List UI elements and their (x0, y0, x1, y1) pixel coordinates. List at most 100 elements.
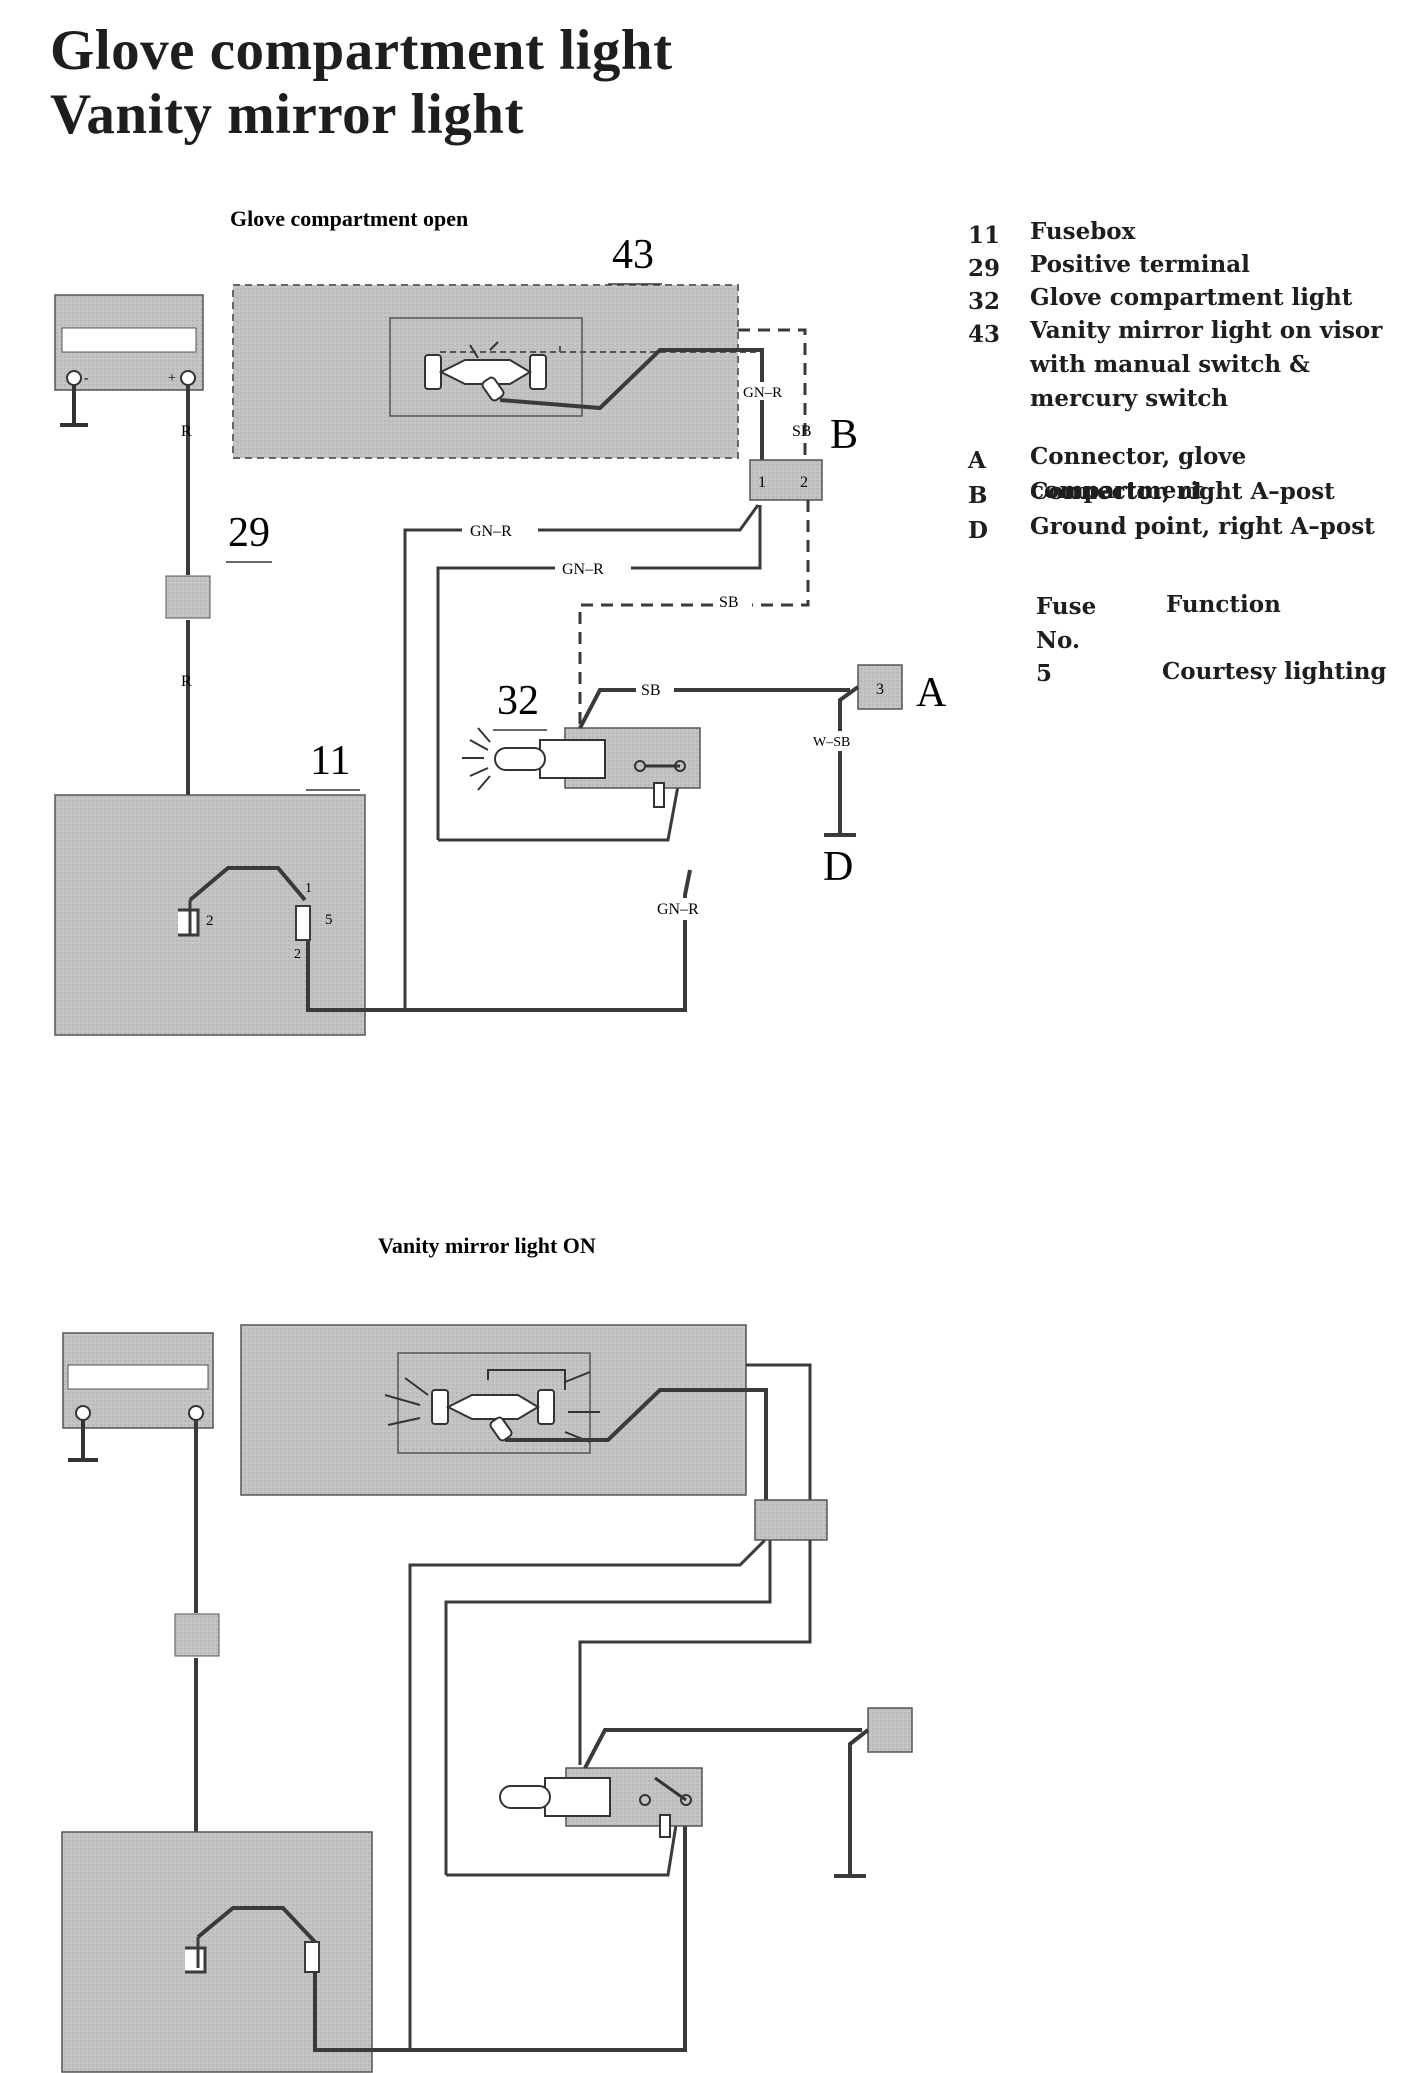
vanity-bulbs (424, 341, 547, 402)
wire-label-gnr-1: GN–R (470, 523, 512, 540)
connector-a-bottom (867, 1707, 913, 1753)
wire-outer-bottom (408, 1538, 767, 2050)
wire-label-gnr-2: GN–R (562, 561, 604, 578)
fuse-row-no: 5 (1036, 660, 1053, 687)
wire-gn-r-outer (403, 504, 760, 1010)
label-bg-3 (652, 898, 726, 920)
glove-switch-plunger-bottom (659, 1814, 671, 1838)
wire-red (186, 385, 227, 868)
fuse-term-2: 2 (206, 913, 214, 929)
wire-vanity-feed-bottom (505, 1388, 768, 1505)
vanity-bulbs-bottom (384, 1369, 600, 1443)
wire-label-w-sb: W–SB (813, 735, 850, 750)
conn-b-pin1: 1 (758, 474, 766, 491)
label-b: B (830, 412, 858, 458)
label-a: A (916, 670, 947, 716)
connector-b-bottom (754, 1499, 828, 1541)
label-32: 32 (497, 678, 539, 724)
wire-label-gnr-vanity: GN–R (743, 385, 782, 401)
positive-terminal (165, 575, 211, 619)
wire-label-gnr-3: GN–R (657, 901, 699, 918)
battery-bottom (62, 1332, 214, 1429)
conn-a-pin3: 3 (876, 681, 884, 698)
glove-lamp-holder-bottom (544, 1777, 611, 1817)
title-line-2: Vanity mirror light (50, 83, 524, 146)
fuse-contact-in-bottom (185, 1937, 207, 1974)
fuse-contact-out (295, 905, 311, 941)
wire-sb-vanity (738, 328, 807, 462)
legend-num-d: D (968, 517, 988, 544)
legend-num-4: 43 (968, 321, 1001, 348)
fusebox (54, 794, 366, 1036)
legend-text-2: Positive terminal (1030, 251, 1250, 278)
fuse-term-1: 1 (305, 881, 312, 896)
battery: - + (54, 294, 204, 391)
label-43: 43 (612, 232, 654, 278)
conn-b-pin2: 2 (800, 474, 808, 491)
legend-text-1: Fusebox (1030, 218, 1136, 245)
fuse-bridge (188, 866, 307, 902)
legend-num-b: B (968, 482, 988, 509)
label-29: 29 (228, 510, 270, 556)
vanity-light-unit (389, 317, 583, 417)
battery-ground (60, 385, 88, 427)
legend-num-1: 11 (968, 222, 1001, 249)
wire-inner-bottom (444, 1540, 772, 1875)
wire-label-sb-1: SB (792, 423, 812, 440)
wire-sb-vanity-bottom (746, 1363, 812, 1505)
top-caption: Glove compartment open (230, 206, 468, 231)
fuse-contact-out-bottom (304, 1941, 320, 1973)
glove-switch-plunger (653, 782, 665, 808)
fusebox-bottom (61, 1831, 373, 2073)
ground-bottom (834, 1728, 870, 1878)
fuse-term-2b: 2 (294, 947, 301, 962)
fuse-bridge-bottom (196, 1906, 317, 1944)
legend-text-b: Connector, right A–post (1030, 478, 1335, 505)
wire-fuse-feed (306, 869, 692, 1012)
glove-switch-blade-open (654, 1776, 687, 1802)
battery-pos-label: + (168, 371, 176, 386)
label-bg-5 (714, 592, 752, 614)
label-d: D (823, 844, 853, 890)
label-bg-2 (555, 557, 631, 579)
glove-switch-contact-1-bottom (639, 1794, 651, 1806)
glove-light-lamp-holder (539, 739, 606, 779)
battery-bottom-ground (68, 1420, 98, 1462)
wire-label-r-2: R (181, 673, 192, 690)
fuse-header-2: No. (1036, 627, 1080, 654)
legend-text-a: Connector, glove compartment (1030, 443, 1247, 504)
fuse-no-5: 5 (325, 912, 333, 928)
label-bg-6 (636, 679, 674, 701)
wire-gn-r-return (438, 774, 682, 842)
wire-gn-r-inner (436, 505, 762, 840)
battery-neg-label: - (84, 371, 89, 386)
vanity-light-unit-bottom (397, 1352, 591, 1454)
label-bg-1 (462, 519, 538, 541)
legend-text-3: Glove compartment light (1030, 284, 1353, 311)
glove-light-rays (462, 727, 491, 791)
legend-num-3: 32 (968, 288, 1001, 315)
fuse-row-function: Courtesy lighting (1162, 658, 1387, 685)
glove-light-bulb (494, 747, 546, 771)
wire-w-sb-ground (824, 685, 860, 837)
fuse-header-1: Fuse (1036, 593, 1097, 620)
wire-label-sb-3: SB (641, 682, 661, 699)
wire-sb-3-bottom (583, 1728, 862, 1769)
legend-num-2: 29 (968, 255, 1001, 282)
glove-bulb-bottom (499, 1785, 551, 1809)
glove-switch-contact-2-bottom (680, 1794, 692, 1806)
connector-b (749, 459, 823, 501)
wire-label-sb-2: SB (719, 594, 739, 611)
label-bg-7 (812, 731, 860, 751)
fuse-header-function: Function (1166, 591, 1281, 618)
wire-label-r-1: R (181, 423, 192, 440)
legend-text-d: Ground point, right A–post (1030, 513, 1375, 540)
legend-num-a: A (968, 447, 986, 474)
bottom-caption: Vanity mirror light ON (378, 1233, 596, 1258)
fuse-contact-in (178, 900, 200, 937)
title-line-1: Glove compartment light (50, 19, 673, 82)
positive-terminal-bottom (174, 1613, 220, 1657)
label-bg-4 (742, 382, 780, 400)
label-11: 11 (310, 738, 350, 784)
